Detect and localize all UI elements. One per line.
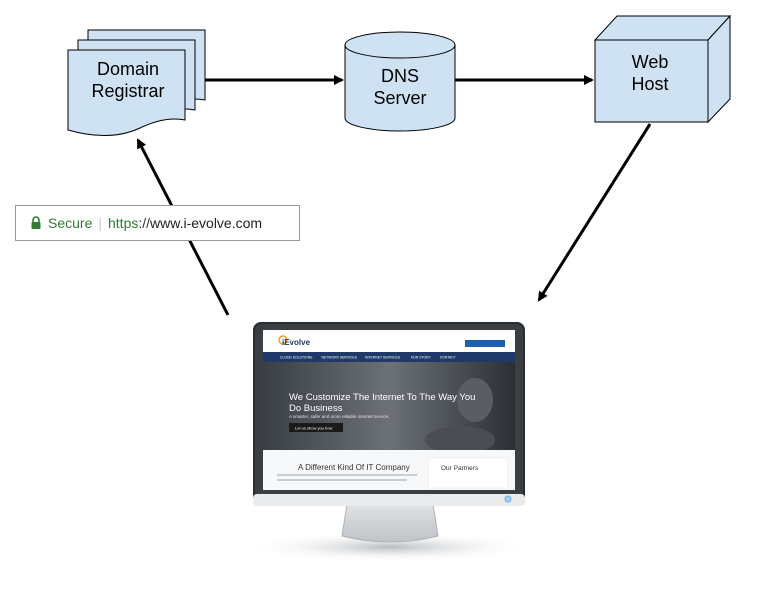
computer-monitor: iEvolve CLOUD SOLUTIONS NETWORK SERVICES I… bbox=[245, 322, 535, 562]
site-hero-subtitle: A smarter, safer and more reliable inter… bbox=[289, 414, 390, 419]
url-protocol: https bbox=[108, 215, 139, 231]
arrow-webhost-to-computer bbox=[537, 123, 652, 302]
web-host-node bbox=[593, 14, 732, 124]
site-nav-item: INTERNET SERVICES bbox=[365, 356, 401, 360]
domain-registrar-label-line1: Domain bbox=[96, 59, 160, 79]
secure-label: Secure bbox=[48, 215, 93, 231]
web-host-label-line1: Web bbox=[631, 52, 669, 72]
dns-server-node bbox=[344, 31, 456, 132]
site-hero-button: Let us show you how bbox=[295, 426, 332, 431]
url-host: www.i-evolve.com bbox=[150, 215, 263, 231]
url-slashes: :// bbox=[138, 215, 151, 231]
site-nav-item: CONTACT bbox=[440, 356, 456, 360]
site-hero-title: We Customize The Internet To The Way You… bbox=[289, 392, 478, 414]
browser-url-bar: Secure | https://www.i-evolve.com bbox=[15, 205, 300, 241]
site-logo: iEvolve bbox=[282, 338, 311, 347]
dns-server-label-line1: DNS bbox=[380, 66, 419, 86]
site-nav-item: NETWORK SERVICES bbox=[322, 356, 358, 360]
lock-icon bbox=[31, 216, 41, 229]
domain-registrar-node bbox=[67, 29, 206, 137]
dns-server-label-line2: Server bbox=[373, 88, 427, 108]
web-host-label-line2: Host bbox=[631, 74, 669, 94]
url-divider: | bbox=[98, 215, 102, 231]
site-nav-item: CLOUD SOLUTIONS bbox=[280, 356, 313, 360]
domain-registrar-label: Domain Registrar bbox=[78, 58, 178, 102]
site-section-title: A Different Kind Of IT Company bbox=[298, 463, 410, 472]
site-nav-item: OUR STORY bbox=[411, 356, 432, 360]
site-nav: CLOUD SOLUTIONS NETWORK SERVICES INTERNET … bbox=[280, 356, 456, 360]
web-host-label: Web Host bbox=[600, 51, 700, 95]
site-partners-title: Our Partners bbox=[441, 465, 479, 472]
domain-registrar-label-line2: Registrar bbox=[91, 81, 165, 101]
dns-server-label: DNS Server bbox=[350, 65, 450, 109]
